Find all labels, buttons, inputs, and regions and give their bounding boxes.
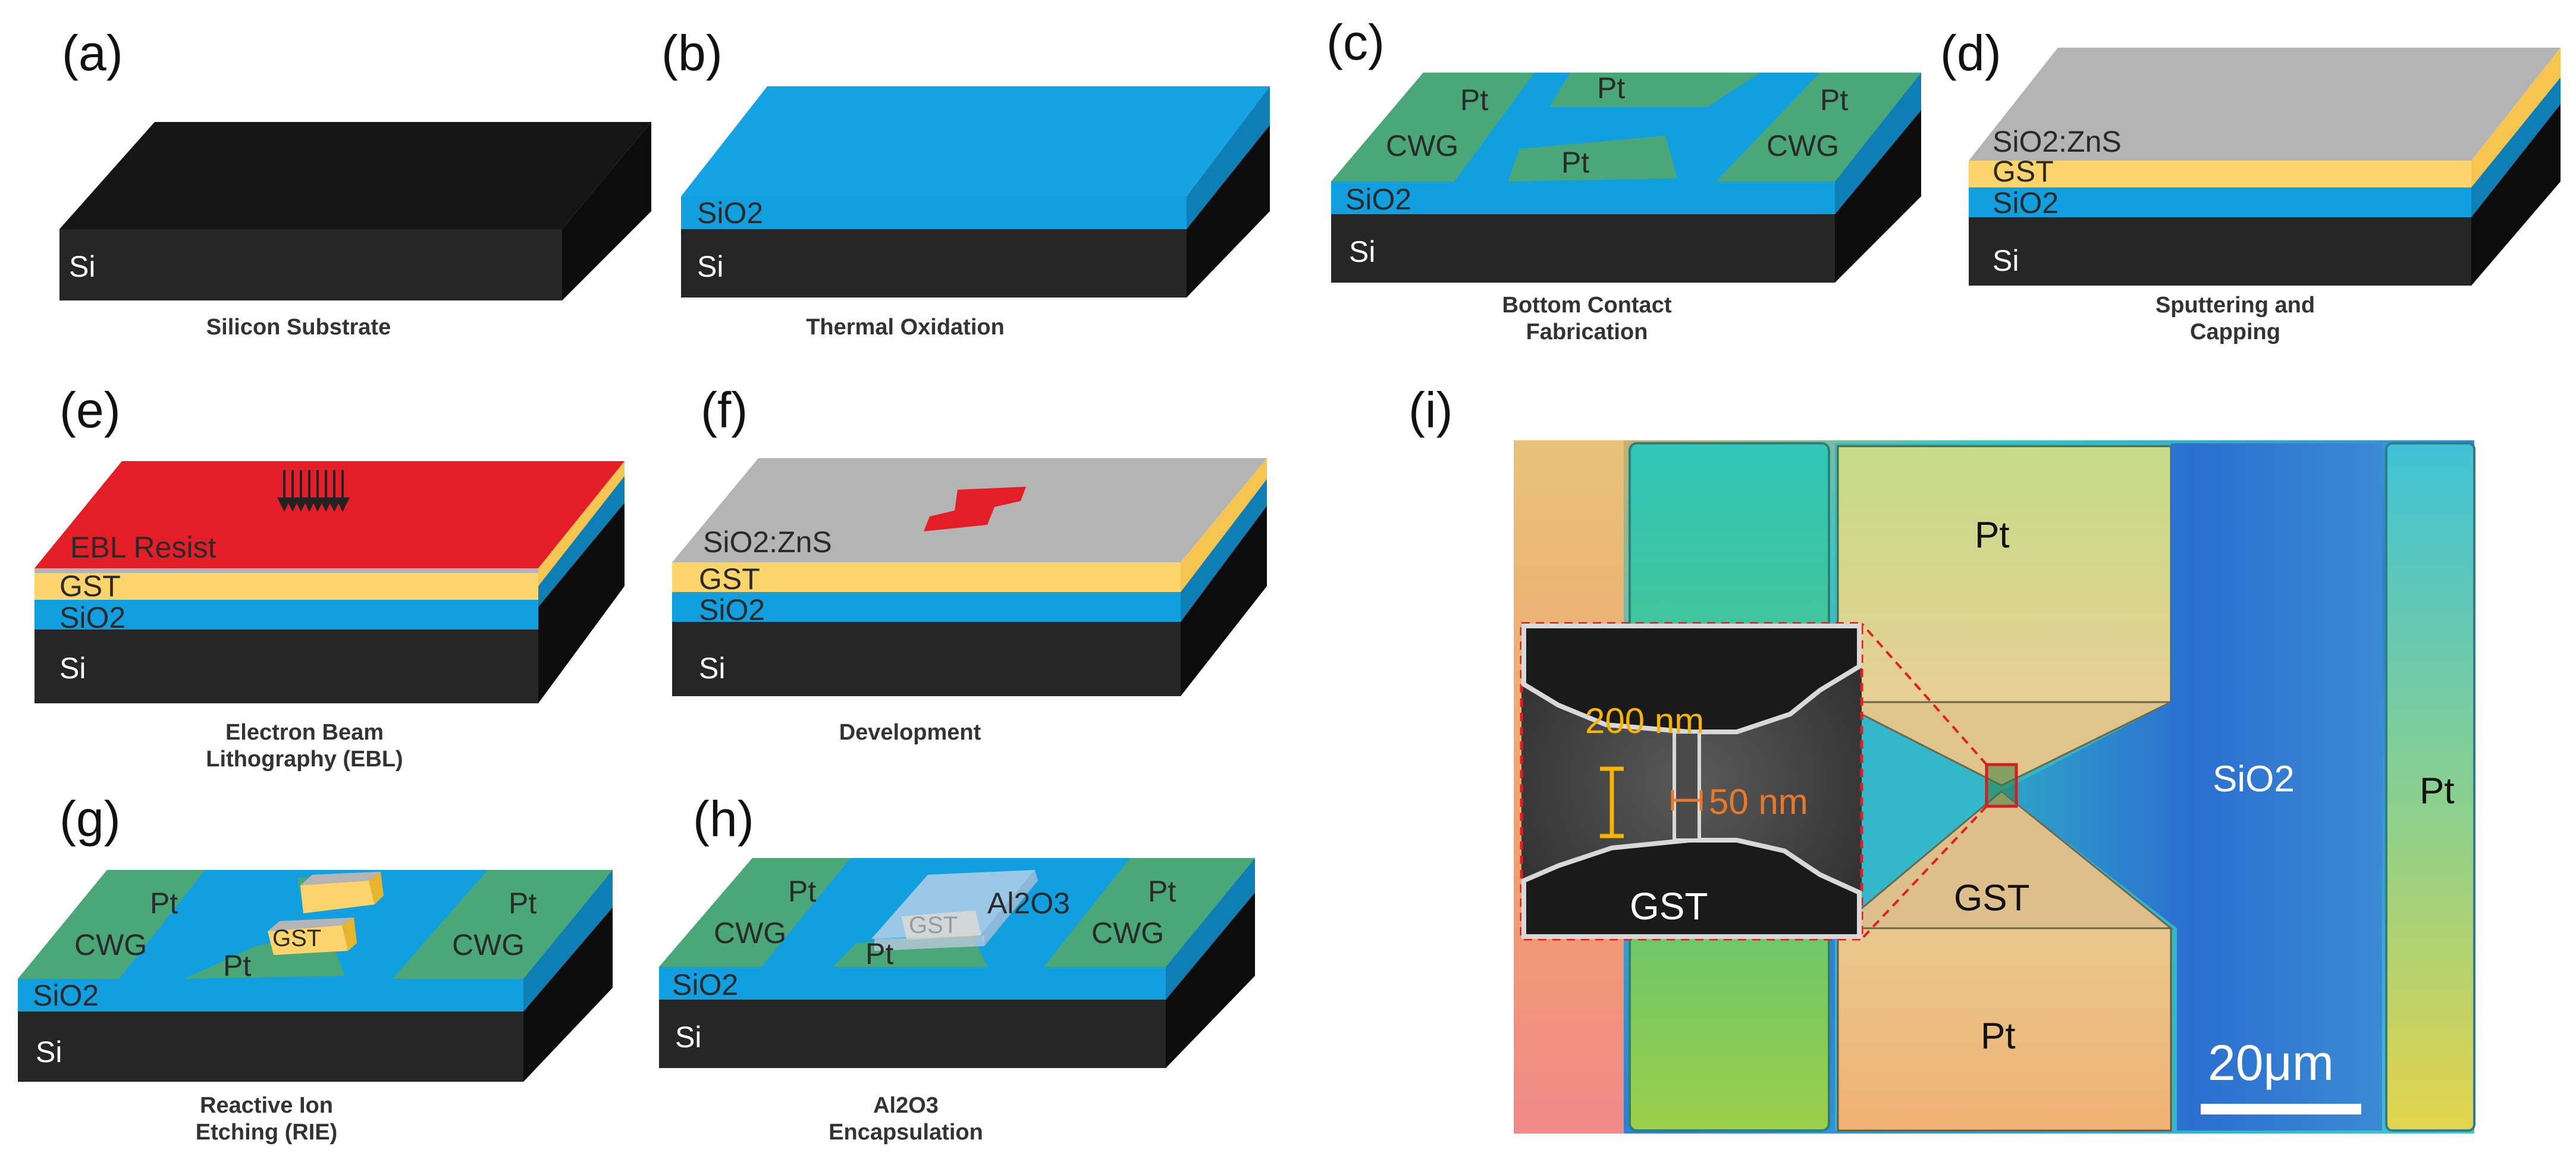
layer-label-si: Si (1349, 235, 1375, 268)
caption-line: Development (839, 720, 981, 745)
panel-g: (g) Pt Pt Pt CWG CWG GST SiO2 Si Reactiv… (18, 791, 613, 1145)
caption-line: Lithography (EBL) (206, 747, 403, 772)
panel-label: (b) (661, 25, 723, 81)
layer-label-sio2: SiO2 (1345, 183, 1411, 216)
layer-label-si: Si (697, 250, 723, 283)
panel-label: (a) (62, 25, 123, 81)
layer-label-si: Si (1993, 244, 2019, 277)
layer-label-sio2: SiO2 (697, 196, 763, 230)
caption-line: Capping (2190, 320, 2280, 345)
layer-label-si: Si (59, 652, 86, 685)
scale-bar (2201, 1104, 2361, 1114)
caption-line: Thermal Oxidation (806, 315, 1005, 340)
caption-line: Bottom Contact (1502, 293, 1672, 318)
label-cwg: CWG (1767, 129, 1839, 162)
label-gst: GST (909, 912, 958, 938)
caption-line: Etching (RIE) (196, 1120, 338, 1145)
caption-line: Sputtering and (2155, 293, 2315, 318)
label-pt-bottom: Pt (1981, 1016, 2016, 1057)
label-pt: Pt (1597, 71, 1625, 105)
label-pt: Pt (1148, 875, 1176, 908)
label-gst: GST (1954, 878, 2029, 919)
inset-width-label: 200 nm (1585, 701, 1704, 741)
al2o3-encapsulation (871, 870, 1038, 951)
layer-label-cap: SiO2:ZnS (1993, 125, 2122, 158)
panel-c: (c) Pt Pt Pt Pt CWG CWG SiO2 Si Bottom C… (1326, 14, 1921, 345)
label-cwg: CWG (1386, 129, 1458, 162)
label-pt: Pt (509, 887, 536, 920)
inset-material-label: GST (1630, 885, 1708, 928)
panel-label: (f) (701, 382, 748, 438)
label-sio2: SiO2 (2213, 759, 2295, 800)
layer-label-si: Si (69, 250, 95, 283)
gst-structure (268, 872, 384, 955)
label-pt: Pt (1820, 83, 1848, 117)
inset-gap-label: 50 nm (1709, 782, 1808, 822)
label-pt: Pt (223, 949, 251, 982)
panel-label: (d) (1940, 25, 2001, 81)
resist-pattern (924, 487, 1026, 531)
label-cwg: CWG (1091, 916, 1164, 950)
panel-d: (d) SiO2:ZnS GST SiO2 Si Sputtering and … (1940, 25, 2561, 345)
panel-label: (h) (693, 791, 754, 847)
label-cwg: CWG (452, 928, 525, 962)
caption-line: Electron Beam (225, 720, 384, 745)
panel-label: (g) (59, 791, 121, 847)
layer-label-si: Si (675, 1020, 701, 1054)
layer-label-sio2: SiO2 (59, 601, 125, 634)
layer-label-cap: SiO2:ZnS (703, 525, 832, 559)
label-pt: Pt (1460, 83, 1488, 117)
label-cwg: CWG (714, 916, 786, 950)
caption-line: Al2O3 (873, 1093, 939, 1118)
label-pt-right: Pt (2420, 771, 2455, 812)
panel-h: (h) Pt Pt Pt CWG CWG GST Al2O3 SiO2 Si A… (659, 791, 1255, 1145)
caption-line: Silicon Substrate (206, 315, 391, 340)
panel-label: (i) (1408, 382, 1453, 438)
label-pt: Pt (1561, 146, 1589, 179)
caption-line: Encapsulation (829, 1120, 983, 1145)
optical-micrograph: Pt Pt Pt SiO2 GST 20μm (1514, 440, 2475, 1134)
layer-label-gst: GST (1993, 155, 2054, 188)
panel-i: (i) Pt Pt Pt SiO2 (1408, 382, 2475, 1134)
layer-label-resist: EBL Resist (70, 531, 217, 564)
panel-a: (a) Si Silicon Substrate (59, 25, 651, 340)
panel-label: (e) (59, 382, 121, 438)
label-al2o3: Al2O3 (987, 887, 1070, 920)
layer-label-sio2: SiO2 (672, 968, 738, 1001)
panel-label: (c) (1326, 14, 1385, 70)
panel-e: (e) EBL Resist GST SiO2 Si Electron Beam… (34, 382, 625, 772)
layer-label-gst: GST (699, 562, 760, 596)
scale-bar-label: 20μm (2208, 1035, 2334, 1091)
electron-beam-icon (277, 470, 350, 512)
layer-label-sio2: SiO2 (33, 979, 99, 1012)
layer-label-sio2: SiO2 (699, 593, 765, 627)
panel-b: (b) SiO2 Si Thermal Oxidation (661, 25, 1270, 340)
layer-label-si: Si (699, 652, 725, 685)
sem-inset: 200 nm 50 nm GST (1520, 622, 1863, 941)
label-pt-top: Pt (1975, 515, 2010, 556)
layer-label-gst: GST (59, 569, 121, 603)
label-cwg: CWG (74, 928, 147, 962)
label-pt: Pt (865, 937, 893, 970)
panel-f: (f) SiO2:ZnS GST SiO2 Si Development (672, 382, 1267, 745)
caption-line: Fabrication (1526, 320, 1648, 345)
label-pt: Pt (150, 887, 178, 920)
layer-label-sio2: SiO2 (1993, 186, 2059, 220)
label-pt: Pt (788, 875, 816, 908)
caption-line: Reactive Ion (200, 1093, 333, 1118)
label-gst: GST (272, 925, 321, 951)
layer-label-si: Si (36, 1035, 62, 1069)
